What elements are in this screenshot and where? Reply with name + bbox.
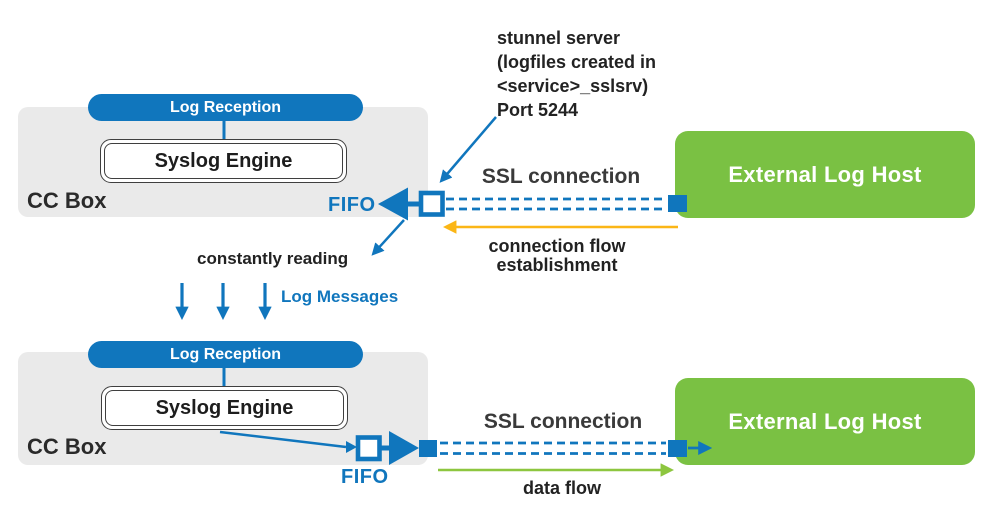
- constantly-reading-label: constantly reading: [197, 249, 349, 268]
- log-reception-label-bottom: Log Reception: [169, 345, 282, 363]
- log-messages-label: Log Messages: [281, 287, 399, 306]
- log-reception-pill-bottom: Log Reception: [88, 341, 363, 368]
- fifo-label-top: FIFO: [328, 194, 376, 216]
- cc-box-label-bottom: CC Box: [27, 434, 107, 459]
- log-reception-pill-top: Log Reception: [88, 94, 363, 121]
- syslog-engine-label-bottom: Syslog Engine: [155, 396, 294, 419]
- external-log-host-box-top: External Log Host: [675, 131, 975, 218]
- connection-flow-line1: connection flow: [488, 236, 626, 256]
- syslog-engine-label-top: Syslog Engine: [154, 149, 293, 172]
- syslog-engine-box-bottom: Syslog Engine: [101, 386, 348, 430]
- constantly-reading-arrow: [371, 219, 405, 256]
- cc-box-label-top: CC Box: [27, 188, 107, 213]
- external-log-host-label-bottom: External Log Host: [728, 408, 922, 434]
- syslog-engine-box-top: Syslog Engine: [100, 139, 347, 183]
- stunnel-annotation-line4: Port 5244: [497, 100, 579, 120]
- connection-flow-line2: establishment: [496, 255, 618, 275]
- stunnel-annotation-line2: (logfiles created in: [497, 52, 657, 72]
- fifo-label-bottom: FIFO: [341, 466, 389, 488]
- ssl-connection-label-bottom: SSL connection: [483, 410, 643, 433]
- stunnel-annotation: stunnel server (logfiles created in <ser…: [497, 26, 656, 122]
- connection-flow-caption: connection flow establishment: [427, 237, 687, 275]
- stunnel-annotation-line1: stunnel server: [497, 28, 621, 48]
- stunnel-annotation-line3: <service>_sslsrv): [497, 76, 649, 96]
- log-reception-label-top: Log Reception: [169, 98, 282, 116]
- data-flow-caption: data flow: [522, 478, 601, 498]
- external-log-host-label-top: External Log Host: [728, 161, 922, 187]
- external-log-host-box-bottom: External Log Host: [675, 378, 975, 465]
- ssl-connection-label-top: SSL connection: [481, 165, 641, 188]
